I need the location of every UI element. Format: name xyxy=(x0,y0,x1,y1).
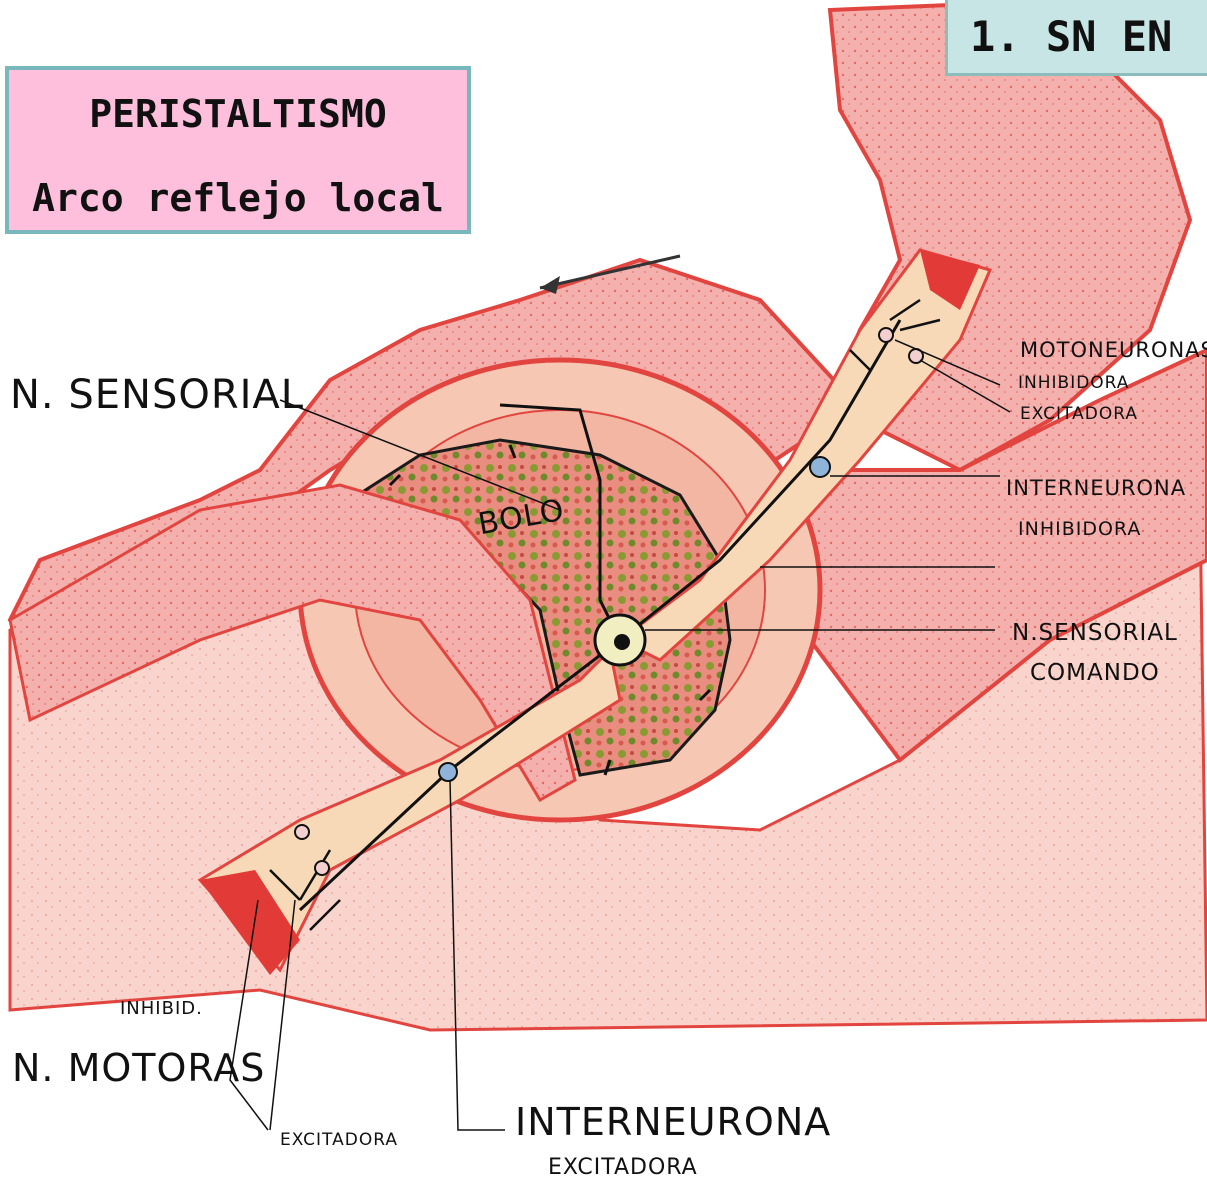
label-n-sensorial: N. SENSORIAL xyxy=(10,372,304,418)
motor-neuron-inhibid xyxy=(295,825,309,839)
title-peristaltismo: PERISTALTISMO xyxy=(9,92,467,136)
section-title: 1. SN EN xyxy=(970,12,1172,61)
label-motoneuronas-excitadora: EXCITADORA xyxy=(1020,404,1138,424)
interneuron-excitatory xyxy=(439,763,457,781)
label-sensorial-comando-2: COMANDO xyxy=(1030,660,1160,686)
label-interneurona-bottom: INTERNEURONA xyxy=(515,1100,831,1144)
sensory-command-nucleus xyxy=(614,634,630,650)
label-motoneuronas-inhibidora: INHIBIDORA xyxy=(1018,373,1129,393)
label-sensorial-comando-1: N.SENSORIAL xyxy=(1012,620,1178,646)
label-interneurona-inhibidora: INHIBIDORA xyxy=(1018,518,1141,540)
title-box: PERISTALTISMO Arco reflejo local xyxy=(5,66,471,234)
interneuron-inhibitory xyxy=(810,457,830,477)
label-interneurona-excitadora: EXCITADORA xyxy=(548,1155,698,1180)
label-excitadora-bottom: EXCITADORA xyxy=(280,1130,398,1150)
label-motoneuronas: MOTONEURONAS xyxy=(1020,338,1207,362)
label-interneurona-top: INTERNEURONA xyxy=(1006,476,1186,500)
label-inhibid: INHIBID. xyxy=(120,998,203,1019)
motor-neuron-excit xyxy=(315,861,329,875)
motoneuron-inhibitory xyxy=(879,328,893,342)
label-n-motoras: N. MOTORAS xyxy=(12,1046,265,1090)
section-title-box: 1. SN EN xyxy=(945,0,1207,76)
subtitle-arco-reflejo: Arco reflejo local xyxy=(9,176,467,220)
